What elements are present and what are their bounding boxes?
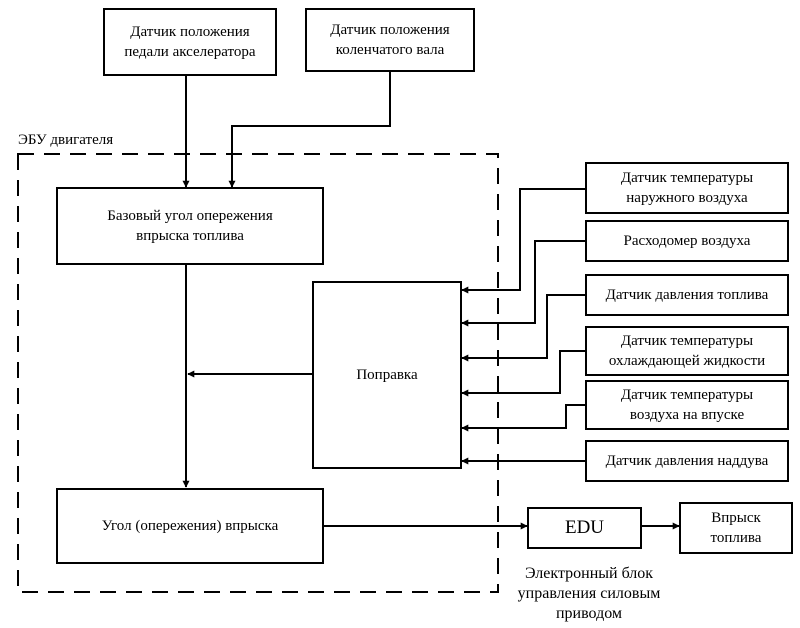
arrow-coolant-temp-to-correction bbox=[461, 350, 585, 397]
air-flow-meter-box: Расходомер воздуха bbox=[585, 220, 789, 262]
fuel-pressure-sensor-box: Датчик давления топлива bbox=[585, 274, 789, 316]
edu-box: EDU bbox=[527, 507, 642, 549]
arrow-crankshaft-to-base bbox=[228, 72, 391, 188]
intake-air-temperature-sensor-box: Датчик температуры воздуха на впуске bbox=[585, 380, 789, 430]
correction-box: Поправка bbox=[312, 281, 462, 469]
edu-caption: Электронный блок управления силовым прив… bbox=[517, 565, 661, 622]
outside-air-temperature-sensor-box: Датчик температуры наружного воздуха bbox=[585, 162, 789, 214]
base-injection-angle-box: Базовый угол опережения впрыска топлива bbox=[56, 187, 324, 265]
pedal-position-sensor-box: Датчик положения педали акселератора bbox=[103, 8, 277, 76]
ecu-label: ЭБУ двигателя bbox=[18, 132, 114, 148]
fuel-injection-box: Впрыск топлива bbox=[679, 502, 793, 554]
boost-pressure-sensor-box: Датчик давления наддува bbox=[585, 440, 789, 482]
arrow-airflow-to-correction bbox=[461, 240, 585, 327]
final-injection-angle-box: Угол (опережения) впрыска bbox=[56, 488, 324, 564]
arrow-outside-temp-to-correction bbox=[461, 188, 585, 294]
crankshaft-position-sensor-box: Датчик положения коленчатого вала bbox=[305, 8, 475, 72]
ecu-boundary bbox=[17, 153, 499, 593]
arrow-fuel-pressure-to-correction bbox=[461, 294, 585, 362]
arrow-intake-air-temp-to-correction bbox=[461, 404, 585, 432]
coolant-temperature-sensor-box: Датчик температуры охлаждающей жидкости bbox=[585, 326, 789, 376]
